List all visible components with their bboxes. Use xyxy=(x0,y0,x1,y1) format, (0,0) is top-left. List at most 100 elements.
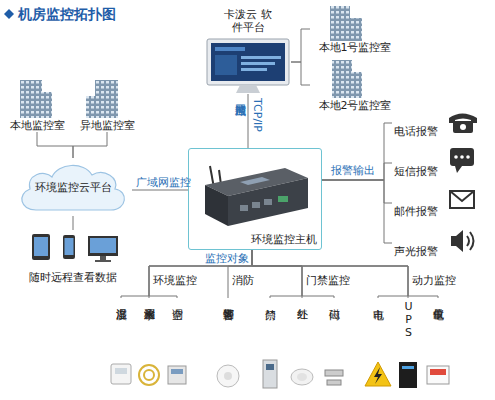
alarm-icon xyxy=(454,155,458,159)
sensor-node: 烟雾告警 xyxy=(216,298,240,392)
building-icon xyxy=(40,92,52,118)
alarm-icon xyxy=(460,155,464,159)
node-text: 本地监控室 xyxy=(2,119,72,132)
monitor-icon xyxy=(236,85,260,93)
host-device xyxy=(205,166,308,226)
building-icon xyxy=(86,96,97,118)
host-device xyxy=(228,178,308,226)
viewing-devices xyxy=(90,238,116,253)
alarm-icon xyxy=(449,114,477,253)
sensor-icon xyxy=(139,365,159,385)
alarm-icon xyxy=(451,230,463,252)
title-bullet xyxy=(4,9,14,19)
connector-line xyxy=(248,94,249,148)
sensor-icon xyxy=(217,365,239,387)
platform-node: 卡泼云 软件平台 xyxy=(205,8,291,94)
sensor-icon xyxy=(374,367,382,384)
sensor-icon xyxy=(365,362,391,386)
alarm-node: 邮件报警 xyxy=(392,186,480,220)
alarm-icon xyxy=(450,148,474,166)
sensor-icon xyxy=(325,370,343,376)
node-text: 本地1号监控室 xyxy=(310,41,400,54)
edge-label: 广域网监控 xyxy=(136,176,191,189)
connector-line xyxy=(322,163,392,180)
sensor-node: 红外 xyxy=(290,298,314,392)
sensor-icon xyxy=(115,368,127,374)
viewing-devices xyxy=(32,234,50,260)
monitor-icon xyxy=(215,55,237,75)
sensor-node: 温湿度 xyxy=(109,298,133,392)
connector-line xyxy=(37,132,73,158)
viewing-devices xyxy=(95,260,111,262)
sensor-node: 门磁 xyxy=(322,298,346,392)
viewing-devices xyxy=(100,256,106,260)
sensor-icon xyxy=(430,369,446,375)
sensor-icon xyxy=(291,369,313,385)
viewing-devices xyxy=(34,237,48,256)
alarm-icon xyxy=(455,166,462,173)
device-node: 随时远程查看数据 xyxy=(14,230,132,284)
link-label: 报警输出 xyxy=(331,164,375,177)
node-text: 邮件报警 xyxy=(394,205,438,218)
alarm-icon xyxy=(450,191,474,201)
sensor-node: UPS xyxy=(396,298,420,392)
alarm-icon xyxy=(460,124,466,130)
sensor-icon xyxy=(327,380,341,385)
node-text: 异地监控室 xyxy=(72,119,142,132)
node-text: 随时远程查看数据 xyxy=(14,271,132,284)
node-text: 环境监控主机 xyxy=(251,233,317,246)
connector-line xyxy=(322,180,392,243)
building-icon xyxy=(330,6,350,41)
cloud-node: 环境监控云平台 xyxy=(14,158,132,216)
link-label: TCP/IP xyxy=(251,98,264,132)
viewing-devices xyxy=(65,238,74,255)
node-text: UPS xyxy=(402,300,414,339)
building-node: 异地监控室 xyxy=(72,76,142,132)
viewing-devices xyxy=(32,234,118,262)
viewing-devices xyxy=(88,236,118,256)
sensor-node: 空调 xyxy=(165,298,189,392)
monitor-icon xyxy=(241,68,267,71)
sensor-icon xyxy=(427,366,449,384)
node-text: 电话报警 xyxy=(394,125,438,138)
connector-line xyxy=(252,250,408,298)
building-icon xyxy=(332,60,352,98)
monitor-icon xyxy=(241,56,281,59)
sensor-node: 市电 xyxy=(366,298,390,392)
alarm-icon xyxy=(453,121,473,133)
sensor-icon xyxy=(224,372,232,380)
host-device xyxy=(205,185,228,226)
title-bullet xyxy=(4,9,14,19)
host-device xyxy=(240,177,270,185)
host-device xyxy=(278,196,288,202)
monitor-icon xyxy=(207,39,289,85)
building-node: 本地监控室 xyxy=(2,76,72,132)
connector-line xyxy=(252,250,302,298)
alarm-icon xyxy=(470,232,474,250)
connector-line xyxy=(252,250,302,298)
monitor-icon xyxy=(207,39,289,93)
monitor-icon xyxy=(215,47,245,51)
sensor-icon xyxy=(111,360,449,388)
building-icon xyxy=(348,18,362,41)
connector-line xyxy=(291,29,310,62)
alarm-node: 短信报警 xyxy=(392,146,480,180)
monitor-icon xyxy=(241,62,275,65)
sensor-icon xyxy=(171,369,183,374)
connector-line xyxy=(322,123,392,180)
connector-line xyxy=(291,62,310,85)
sensor-node: 漏水检测 xyxy=(137,298,161,392)
sensor-icon xyxy=(266,364,274,370)
alarm-icon xyxy=(467,236,469,246)
alarm-node: 电话报警 xyxy=(392,106,480,140)
building-icon xyxy=(95,80,118,118)
node-text: 声光报警 xyxy=(394,245,438,258)
category-label: 消防 xyxy=(232,274,254,287)
node-text: 环境监控云平台 xyxy=(14,181,132,194)
connector-line xyxy=(73,132,107,158)
sensor-icon xyxy=(263,360,277,388)
sensor-node: 电量仪 xyxy=(426,298,450,392)
sensor-icon xyxy=(168,366,186,384)
